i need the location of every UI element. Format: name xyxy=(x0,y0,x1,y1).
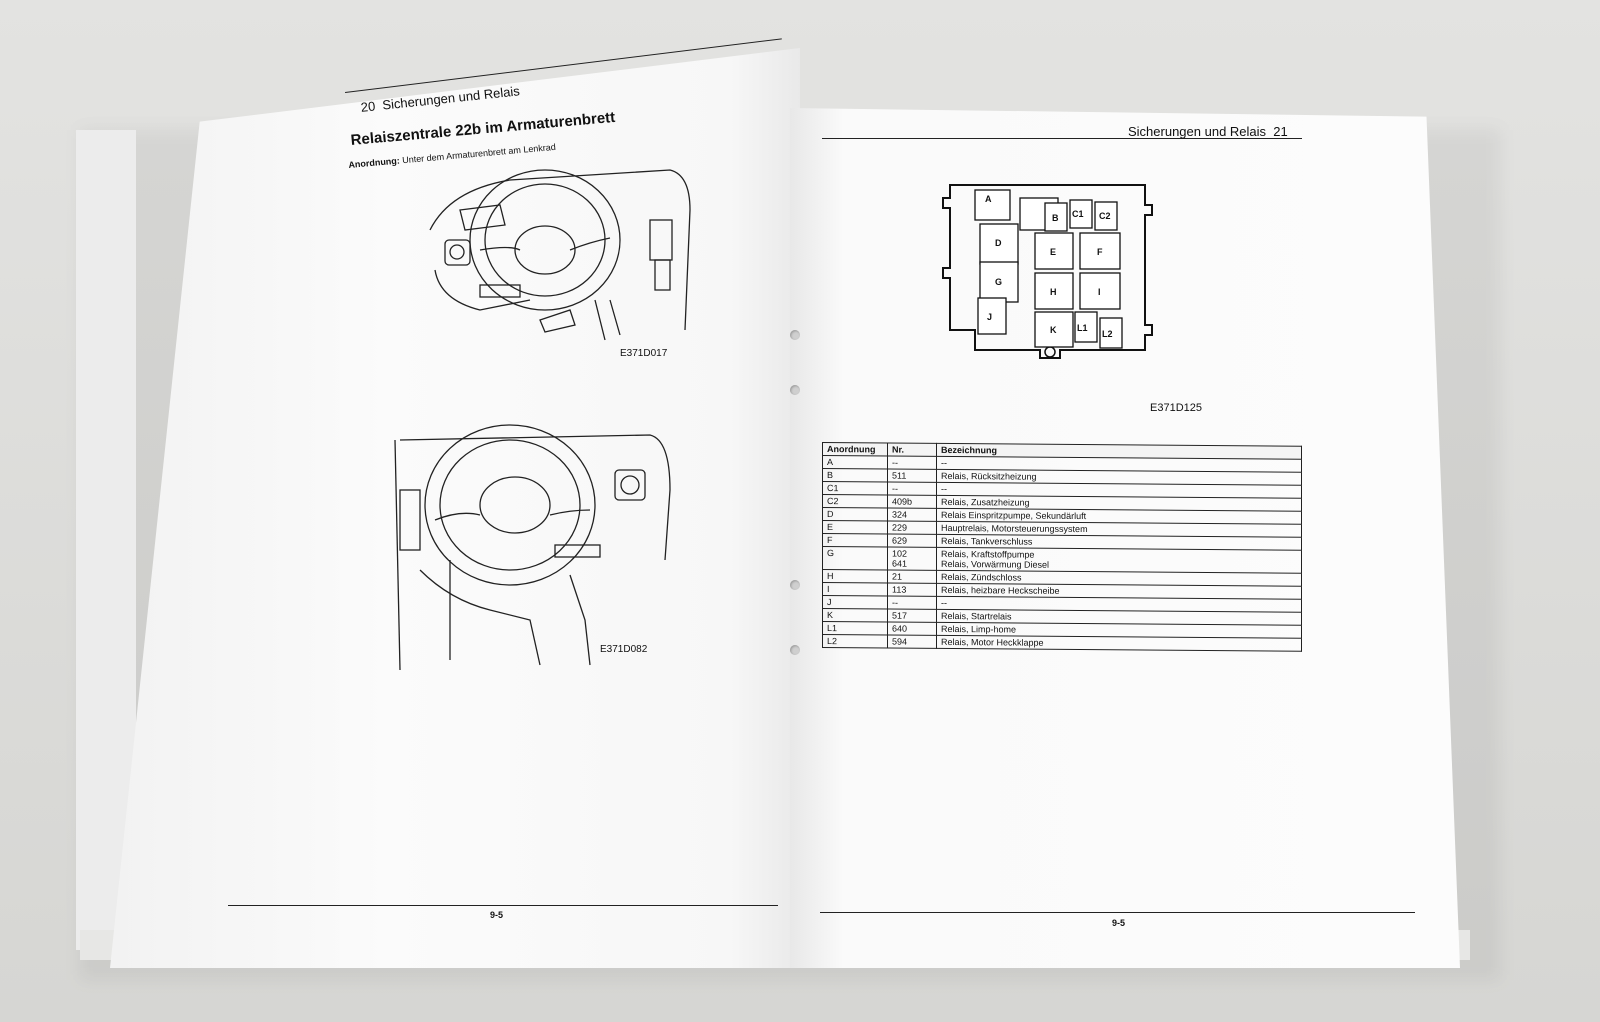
footer-rule-left xyxy=(228,905,778,906)
table-cell: J xyxy=(822,595,888,610)
page-stack-left xyxy=(76,130,136,950)
binding-hole xyxy=(790,330,800,340)
table-cell: G xyxy=(822,546,888,571)
table-cell: Relais, Kraftstoffpumpe Relais, Vorwärmu… xyxy=(936,547,1302,574)
right-page-header: Sicherungen und Relais 21 xyxy=(1128,124,1288,139)
binding-hole xyxy=(790,385,800,395)
table-cell: C2 xyxy=(822,494,888,509)
table-header-cell: Anordnung xyxy=(822,442,888,457)
page-folio-right: 9-5 xyxy=(1112,918,1126,928)
table-cell: B xyxy=(822,468,888,483)
table-cell: 594 xyxy=(887,635,937,649)
section-title-right: Sicherungen und Relais xyxy=(1128,124,1267,139)
relay-label-g: G xyxy=(995,277,1002,287)
page-folio-left: 9-5 xyxy=(490,910,504,920)
dashboard-drawing-1 xyxy=(429,169,691,341)
table-cell: E xyxy=(822,520,888,535)
relay-label-e: E xyxy=(1050,247,1056,257)
relay-label-c1: C1 xyxy=(1072,209,1084,219)
relay-label-k: K xyxy=(1050,325,1057,335)
relay-label-h: H xyxy=(1050,287,1057,297)
figure-code-1: E371D017 xyxy=(620,348,668,359)
figure-code-3: E371D125 xyxy=(1150,402,1202,414)
table-cell: 324 xyxy=(887,508,937,522)
relay-label-l2: L2 xyxy=(1102,329,1113,339)
page-number-left: 20 xyxy=(360,98,376,115)
relay-label-i: I xyxy=(1098,287,1101,297)
table-cell: -- xyxy=(887,456,937,470)
table-cell: 629 xyxy=(887,534,937,548)
table-header-cell: Nr. xyxy=(887,443,937,457)
table-cell: L2 xyxy=(822,634,888,649)
table-cell: F xyxy=(822,533,888,548)
table-cell: 21 xyxy=(887,570,937,584)
table-cell: L1 xyxy=(822,621,888,636)
relay-label-c2: C2 xyxy=(1099,211,1111,221)
table-cell: K xyxy=(822,608,888,623)
table-cell: 640 xyxy=(887,622,937,636)
relay-label-j: J xyxy=(987,312,992,322)
table-cell: D xyxy=(822,507,888,522)
table-cell: 409b xyxy=(887,495,937,509)
table-cell: A xyxy=(822,455,888,470)
right-page xyxy=(790,108,1460,968)
table-cell: 113 xyxy=(887,583,937,597)
relay-label-l1: L1 xyxy=(1077,323,1088,333)
table-cell: -- xyxy=(887,482,937,496)
relay-label-f: F xyxy=(1097,247,1103,257)
table-cell: C1 xyxy=(822,481,888,496)
figure-code-2: E371D082 xyxy=(600,644,648,655)
table-cell: Relais, Motor Heckklappe xyxy=(936,635,1302,652)
page-number-right: 21 xyxy=(1273,124,1288,139)
relay-label-b: B xyxy=(1052,213,1059,223)
binding-hole xyxy=(790,645,800,655)
table-cell: 511 xyxy=(887,469,937,483)
dashboard-drawing-2 xyxy=(394,424,671,671)
header-rule-right xyxy=(822,138,1302,139)
table-cell: 102 641 xyxy=(887,547,937,571)
table-cell: 229 xyxy=(887,521,937,535)
table-cell: I xyxy=(822,582,888,597)
relay-label-a: A xyxy=(985,194,992,204)
table-cell: 517 xyxy=(887,609,937,623)
relay-box-diagram: A B C1 C2 D E F G H I J K L1 L2 xyxy=(942,184,1153,359)
relay-label-d: D xyxy=(995,238,1002,248)
table-cell: -- xyxy=(887,596,937,610)
table-cell: H xyxy=(822,569,888,584)
footer-rule-right xyxy=(820,912,1415,913)
binding-hole xyxy=(790,580,800,590)
